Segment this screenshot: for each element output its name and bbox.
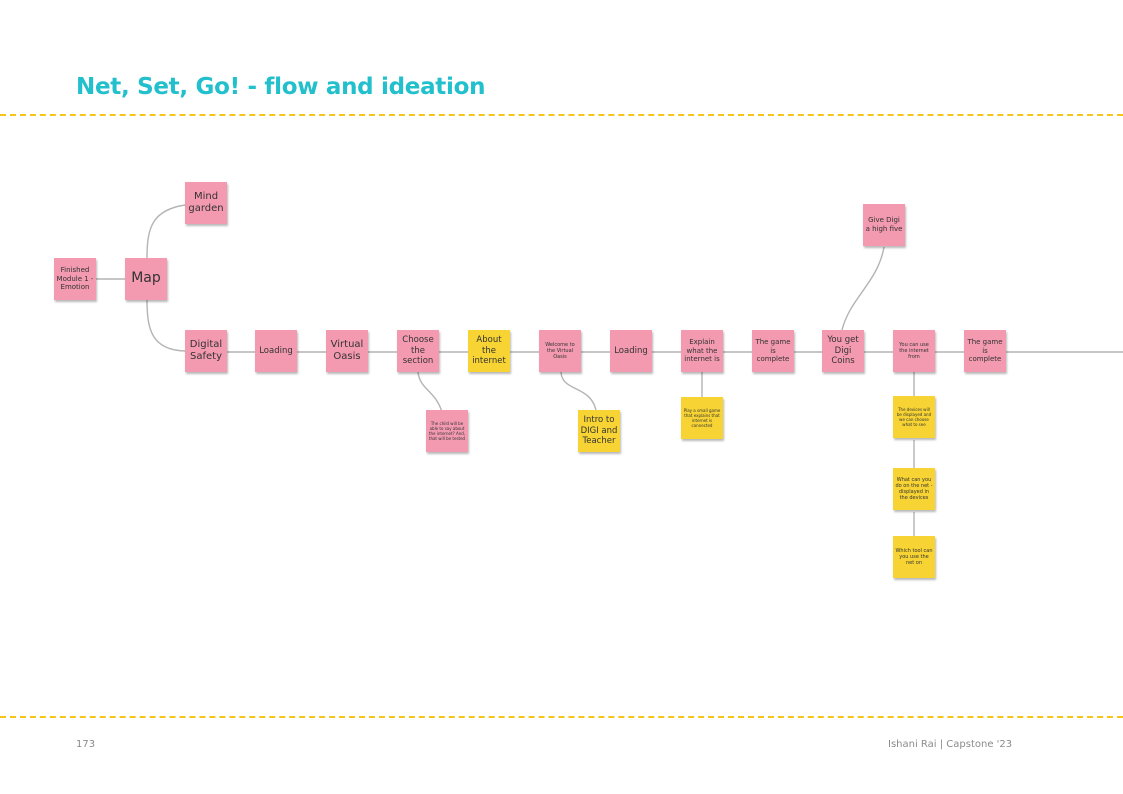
note-finished-module[interactable]: Finished Module 1 - Emotion [54, 258, 96, 300]
note-loading-1[interactable]: Loading [255, 330, 297, 372]
note-use-internet-from[interactable]: You can use the internet from [893, 330, 935, 372]
note-choose-section[interactable]: Choose the section [397, 330, 439, 372]
note-loading-2[interactable]: Loading [610, 330, 652, 372]
page-title: Net, Set, Go! - flow and ideation [76, 74, 486, 100]
note-mind-garden[interactable]: Mind garden [185, 182, 227, 224]
note-map[interactable]: Map [125, 258, 167, 300]
note-explain-internet[interactable]: Explain what the internet is [681, 330, 723, 372]
page-number: 173 [76, 739, 96, 750]
connector-welcome-intro [560, 371, 597, 411]
note-digital-safety[interactable]: Digital Safety [185, 330, 227, 372]
connector-map-digitalsafety [146, 299, 186, 352]
note-intro-digi[interactable]: Intro to DIGI and Teacher [578, 410, 620, 452]
note-game-complete-1[interactable]: The game is complete [752, 330, 794, 372]
note-virtual-oasis[interactable]: Virtual Oasis [326, 330, 368, 372]
note-small-game[interactable]: Play a small game that explains that int… [681, 397, 723, 439]
note-which-tool[interactable]: Which tool can you use the net on [893, 536, 935, 578]
note-high-five[interactable]: Give Digi a high five [863, 204, 905, 246]
note-what-on-net[interactable]: What can you do on the net - displayed i… [893, 468, 935, 510]
note-child-learn[interactable]: The child will be able to say about the … [426, 410, 468, 452]
top-divider [0, 114, 1123, 116]
note-digi-coins[interactable]: You get Digi Coins [822, 330, 864, 372]
footer-credit: Ishani Rai | Capstone '23 [888, 739, 1013, 750]
connector-coins-highfive [841, 246, 885, 331]
connector-map-mindgarden [146, 204, 186, 259]
note-welcome-oasis[interactable]: Welcome to the Virtual Oasis [539, 330, 581, 372]
connector-choose-note [417, 371, 443, 413]
note-devices-displayed[interactable]: The devices will be displayed and we can… [893, 396, 935, 438]
bottom-divider [0, 716, 1123, 718]
note-about-internet[interactable]: About the internet [468, 330, 510, 372]
note-game-complete-2[interactable]: The game is complete [964, 330, 1006, 372]
